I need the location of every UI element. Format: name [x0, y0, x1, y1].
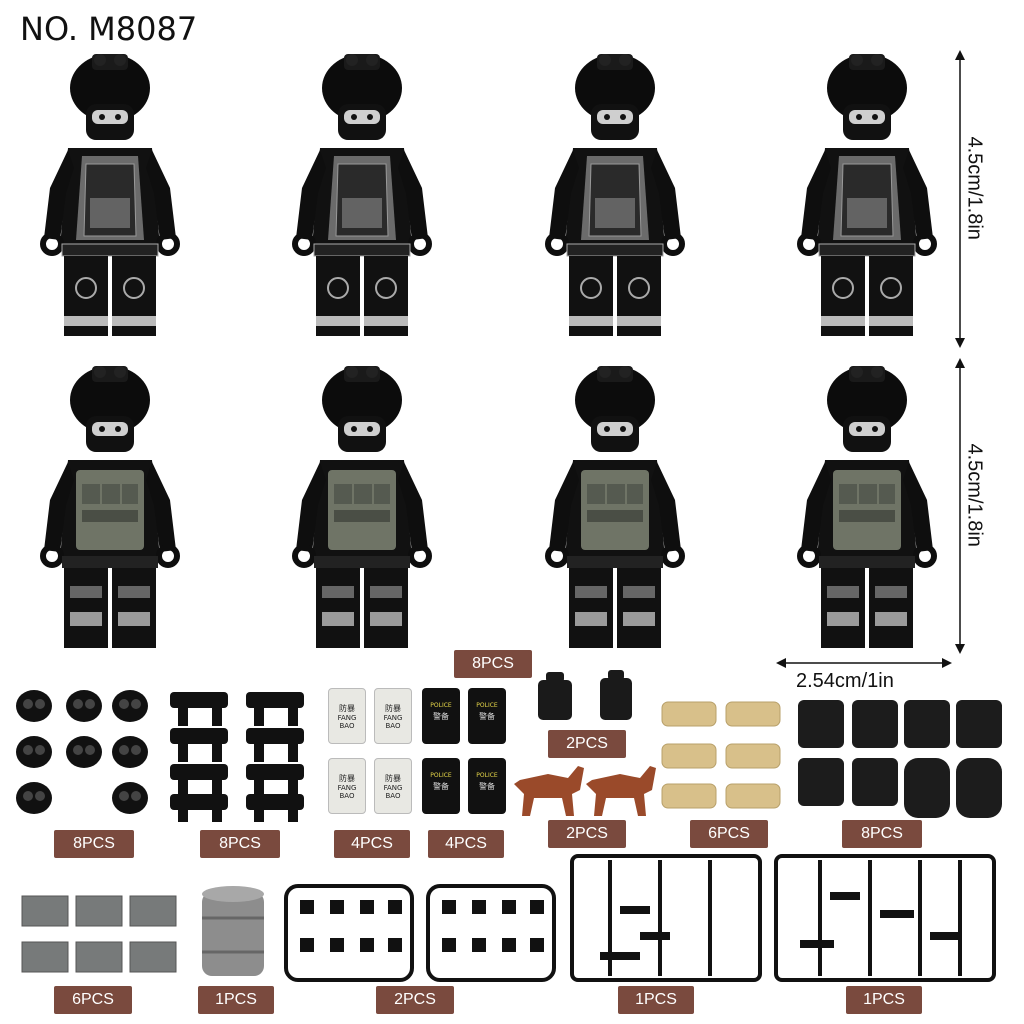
- qty-label-black-shields: 4PCS: [428, 830, 504, 858]
- figure-2: [295, 54, 429, 336]
- gas-masks: [16, 690, 148, 814]
- model-number: NO. M8087: [20, 10, 198, 48]
- height-label-row2: 4.5cm/1.8in: [963, 443, 986, 547]
- qty-label-bricks: 6PCS: [54, 986, 132, 1014]
- qty-label-shields-top: 8PCS: [454, 650, 532, 678]
- qty-label-sandbags: 6PCS: [690, 820, 768, 848]
- figure-1: [43, 54, 177, 336]
- accessories-area: [16, 670, 1002, 982]
- figure-8: [800, 366, 934, 648]
- qty-label-barrel: 1PCS: [198, 986, 274, 1014]
- goggles: [170, 692, 304, 822]
- figure-6: [295, 366, 429, 648]
- backpacks: [538, 670, 632, 720]
- dogs: [514, 766, 656, 816]
- figure-3: [548, 54, 682, 336]
- qty-label-gas-masks: 8PCS: [54, 830, 134, 858]
- qty-label-vests: 8PCS: [842, 820, 922, 848]
- qty-label-weapon-sprue-2: 1PCS: [846, 986, 922, 1014]
- width-arrow: [776, 658, 952, 668]
- qty-label-white-shields: 4PCS: [334, 830, 410, 858]
- qty-label-goggles: 8PCS: [200, 830, 280, 858]
- vests: [798, 700, 1002, 818]
- qty-label-backpacks: 2PCS: [548, 730, 626, 758]
- barrel: [202, 886, 264, 976]
- figure-4: [800, 54, 934, 336]
- width-label: 2.54cm/1in: [796, 670, 894, 692]
- sandbags: [661, 701, 781, 809]
- height-arrows: [955, 50, 965, 654]
- weapon-sprues: [570, 854, 996, 982]
- qty-label-weapon-sprue-1: 1PCS: [618, 986, 694, 1014]
- bricks: [21, 895, 177, 973]
- qty-label-dogs: 2PCS: [548, 820, 626, 848]
- qty-label-small-sprues: 2PCS: [376, 986, 454, 1014]
- figure-7: [548, 366, 682, 648]
- height-label-row1: 4.5cm/1.8in: [963, 136, 986, 240]
- figures-area: [0, 40, 960, 660]
- small-sprues: [284, 884, 556, 982]
- figure-5: [43, 366, 177, 648]
